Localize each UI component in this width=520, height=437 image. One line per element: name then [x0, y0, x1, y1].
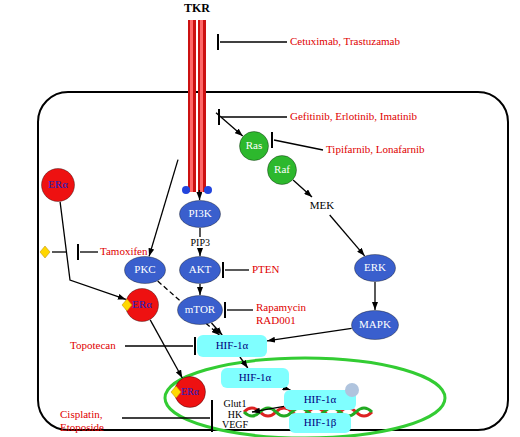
drug-label: Tamoxifen: [100, 245, 160, 258]
ligand-line: [52, 251, 67, 252]
shape-fill: [175, 377, 206, 408]
receptor-chain: [188, 20, 196, 192]
node-text: Raf: [274, 164, 290, 176]
shape-fill: [125, 257, 166, 284]
shape-fill: [352, 311, 399, 340]
drug-label: Tipifarnib, Lonafarnib: [326, 143, 466, 156]
node-text: MEK: [310, 200, 334, 212]
inhibition-bar: [218, 109, 220, 125]
kinase-ellipse: PI3K: [179, 200, 221, 228]
factor-box: HIF-1β: [289, 413, 351, 433]
inhibition-line: [125, 345, 193, 346]
node-text: HIF-1α: [239, 372, 272, 384]
inhibition-line: [227, 309, 253, 310]
dashed-arrow: [158, 281, 220, 335]
receptor-circle: ERα: [41, 168, 75, 202]
node-text: HIF-1α: [216, 340, 249, 352]
node-text: MAPK: [359, 319, 391, 331]
inhibition-bar: [224, 302, 226, 318]
node-text: ERα: [48, 179, 68, 191]
factor-box: HIF-1α: [197, 335, 267, 357]
node-text: PI3K: [188, 208, 211, 220]
kinase-circle: Raf: [267, 155, 297, 185]
kinase-ellipse: mTOR: [177, 295, 223, 325]
shape-fill: [240, 132, 269, 161]
receptor-highlight: [190, 20, 193, 192]
shape-fill: [180, 201, 221, 228]
drug-label: Cisplatin, Etoposide: [60, 408, 118, 433]
signal-arrow: [293, 180, 312, 197]
receptor-circle: ERα: [125, 288, 159, 322]
ligand-diamond: [40, 246, 50, 258]
inhibition-bar: [271, 132, 273, 148]
kinase-ellipse: AKT: [179, 256, 221, 284]
edge-label: PIP3: [190, 237, 211, 248]
signal-arrow: [150, 320, 182, 378]
node-text: TKR: [184, 2, 210, 15]
node-text: HK: [228, 410, 242, 421]
node-text: VEGF: [222, 420, 248, 431]
signal-arrow: [267, 328, 352, 341]
signal-arrow: [216, 113, 243, 136]
kinase-ellipse: MAPK: [351, 310, 399, 340]
node-text: Glut1: [224, 399, 247, 410]
drug-label: Gefitinib, Erlotinib, Imatinib: [290, 110, 460, 123]
inhibition-line: [220, 41, 287, 42]
node-text: HIF-1β: [304, 417, 336, 429]
drug-label: Topotecan: [70, 339, 125, 352]
inhibition-line: [80, 251, 98, 252]
factor-box: HIF-1α: [284, 390, 356, 410]
inhibition-bar: [211, 400, 213, 432]
node-text: PKC: [134, 264, 155, 276]
drug-label: Rapamycin RAD001: [256, 301, 308, 326]
kinase-text: MEK: [305, 197, 339, 215]
node-text: mTOR: [185, 304, 215, 316]
phospho-dot: [204, 186, 212, 194]
node-text: ERα: [132, 299, 152, 311]
signal-arrow: [199, 190, 201, 200]
signal-arrow: [374, 282, 375, 310]
drug-label: Cetuximab, Trastuzamab: [290, 35, 440, 48]
factor-box: HIF-1α: [221, 368, 289, 388]
receptor-highlight: [200, 20, 203, 192]
drug-label: PTEN: [252, 263, 292, 276]
receptor-circle: ERα: [174, 376, 206, 408]
phospho-dot: [182, 186, 190, 194]
inhibition-line: [274, 140, 323, 150]
gene-list: Glut1HKVEGF: [218, 396, 252, 434]
cell-membrane: [38, 92, 508, 430]
shape-fill: [126, 289, 159, 322]
nucleus-membrane: [165, 358, 445, 437]
kinase-ellipse: ERK: [354, 254, 396, 282]
gtpase-circle: Ras: [239, 131, 269, 161]
inhibition-bar: [217, 34, 219, 50]
node-text: AKT: [189, 264, 212, 276]
signal-arrow: [252, 406, 284, 412]
node-text: ERK: [364, 262, 386, 274]
inhibition-bar: [222, 262, 224, 278]
receptor-chain: [198, 20, 206, 192]
inhibition-line: [122, 417, 210, 418]
inhibition-line: [225, 269, 249, 270]
shape-fill: [178, 296, 223, 325]
signal-arrow: [330, 215, 365, 256]
shape-fill: [180, 257, 221, 284]
receptor-label: TKR: [178, 2, 216, 190]
shape-fill: [42, 169, 75, 202]
inhibition-line: [221, 116, 287, 117]
inhibition-bar: [194, 337, 196, 355]
shape-fill: [355, 255, 396, 282]
kinase-ellipse: PKC: [124, 256, 166, 284]
node-text: ERα: [181, 387, 199, 398]
inhibition-bar: [77, 244, 79, 260]
node-text: HIF-1α: [304, 394, 337, 406]
signal-arrow: [240, 357, 248, 368]
node-text: Ras: [246, 140, 263, 152]
signal-arrow: [149, 160, 178, 257]
shape-fill: [268, 156, 297, 185]
signal-arrow: [199, 284, 200, 295]
